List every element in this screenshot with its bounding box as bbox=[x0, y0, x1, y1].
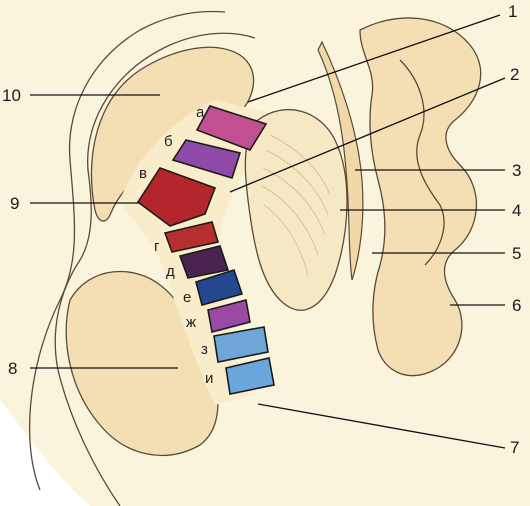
segment-label-v: в bbox=[139, 165, 147, 182]
segment-label-g: г bbox=[154, 238, 160, 255]
label-8: 8 bbox=[8, 359, 17, 378]
segment-label-a: а bbox=[196, 104, 205, 121]
label-7: 7 bbox=[510, 438, 519, 457]
segment-label-d: д bbox=[166, 263, 175, 280]
central-bulb bbox=[244, 108, 348, 311]
segment-d bbox=[178, 245, 230, 279]
organ-region-6 bbox=[359, 17, 482, 377]
segment-b bbox=[171, 139, 242, 179]
segment-g bbox=[163, 221, 220, 253]
leader-7 bbox=[257, 403, 506, 449]
leader-1 bbox=[247, 14, 501, 103]
segment-label-z: з bbox=[201, 341, 208, 358]
segment-i bbox=[225, 357, 275, 395]
thin-band bbox=[317, 40, 364, 281]
label-1: 1 bbox=[508, 2, 517, 21]
leader-2 bbox=[229, 77, 506, 193]
label-3: 3 bbox=[512, 161, 521, 180]
segment-v bbox=[136, 167, 217, 227]
segment-column bbox=[136, 105, 275, 395]
leader-lines bbox=[30, 14, 506, 449]
label-10: 10 bbox=[2, 86, 21, 105]
outer-contour-left bbox=[28, 10, 226, 491]
segment-e bbox=[195, 269, 244, 306]
segment-label-b: б bbox=[164, 133, 173, 150]
label-4: 4 bbox=[512, 201, 521, 220]
segment-a bbox=[195, 105, 268, 151]
segment-zh bbox=[207, 299, 251, 333]
segment-label-e: е bbox=[183, 289, 191, 306]
organ-region-8 bbox=[65, 270, 219, 457]
outer-contour-left-2 bbox=[54, 32, 256, 506]
segment-label-i: и bbox=[205, 370, 213, 387]
segment-z bbox=[213, 326, 269, 363]
segment-label-zh: ж bbox=[186, 314, 196, 331]
label-9: 9 bbox=[10, 194, 19, 213]
label-6: 6 bbox=[512, 296, 521, 315]
label-2: 2 bbox=[510, 65, 519, 84]
label-5: 5 bbox=[512, 244, 521, 263]
organ-region-6-fold bbox=[399, 59, 445, 266]
bulb-striations bbox=[261, 134, 331, 276]
